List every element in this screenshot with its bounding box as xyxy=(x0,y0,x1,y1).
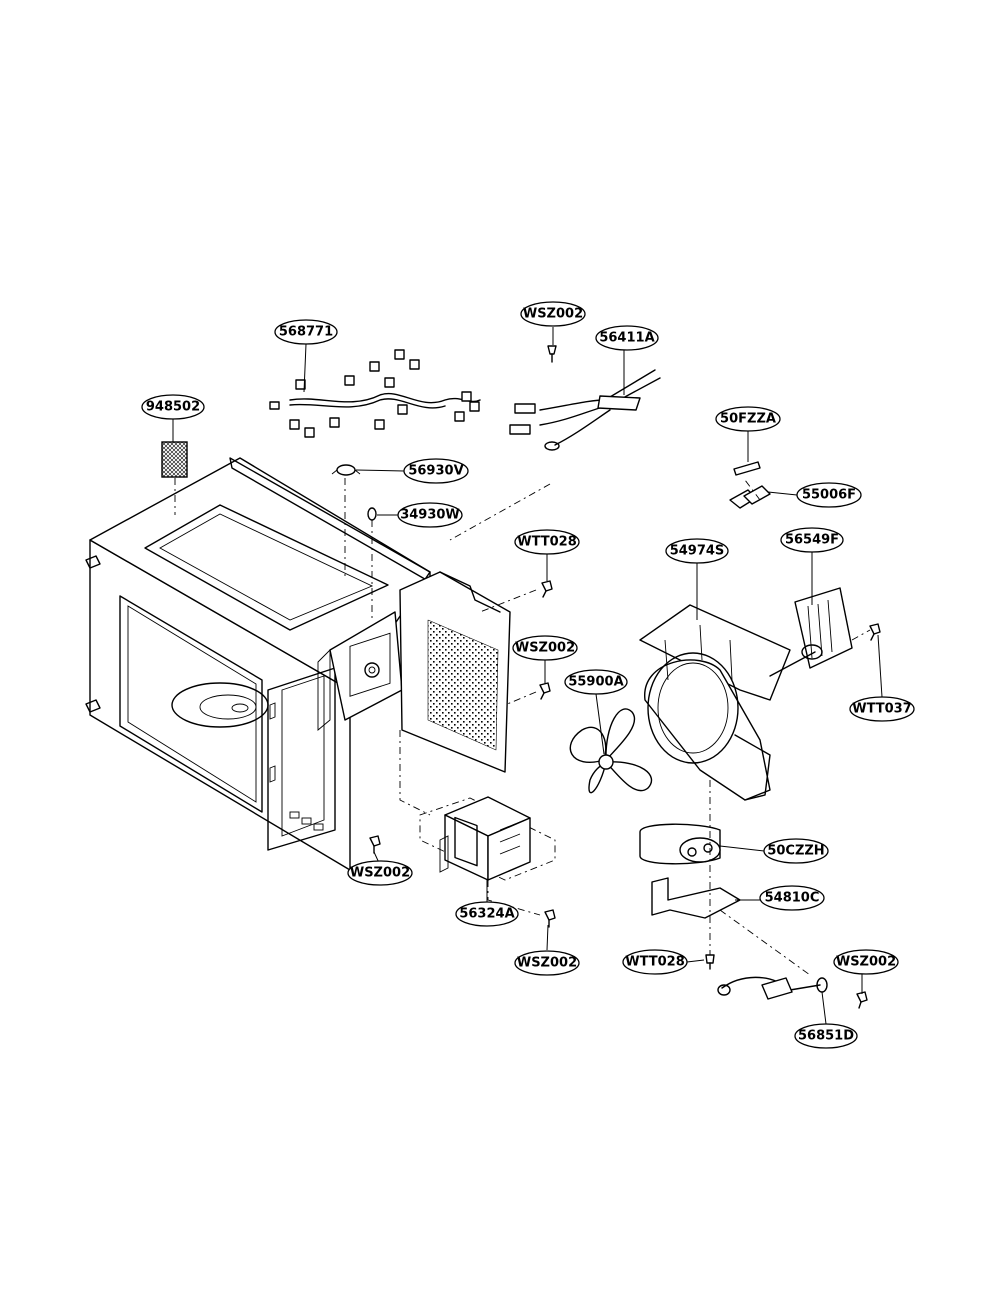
oven-cavity xyxy=(85,457,431,871)
callout-text: 948502 xyxy=(146,400,200,415)
callout-text: WSZ002 xyxy=(836,955,896,970)
wire-harness xyxy=(269,349,481,438)
callout-wtt028-a: WTT028 xyxy=(514,529,580,555)
callout-56549f: 56549F xyxy=(780,527,844,553)
thermostat xyxy=(331,464,361,476)
callout-text: WSZ002 xyxy=(523,307,583,322)
leader-lines xyxy=(172,327,883,1025)
callout-text: 56851D xyxy=(798,1029,854,1044)
callout-wtt028-b: WTT028 xyxy=(622,949,688,975)
transformer xyxy=(419,796,556,881)
fan-blade xyxy=(569,708,653,794)
capacitor-bracket xyxy=(651,877,741,919)
callout-wsz002-top: WSZ002 xyxy=(520,301,586,327)
high-voltage-diode xyxy=(717,976,828,1000)
callout-text: 50FZZA xyxy=(720,412,776,427)
callout-wsz002-mid: WSZ002 xyxy=(512,635,578,661)
fuse-parts xyxy=(729,461,771,509)
callout-text: 56549F xyxy=(785,533,839,548)
fan-duct xyxy=(639,604,791,801)
callout-56930v: 56930V xyxy=(403,458,469,484)
callout-text: WTT028 xyxy=(625,955,685,970)
callout-56324a: 56324A xyxy=(455,901,519,927)
callout-text: 34930W xyxy=(400,508,460,523)
rear-panel xyxy=(399,571,511,773)
callout-text: 56324A xyxy=(459,907,514,922)
callout-text: 50CZZH xyxy=(767,844,824,859)
callout-text: WSZ002 xyxy=(517,956,577,971)
callout-55006f: 55006F xyxy=(796,482,862,508)
callout-34930w: 34930W xyxy=(397,502,463,528)
callout-text: WSZ002 xyxy=(515,641,575,656)
callout-text: WTT037 xyxy=(852,702,912,717)
callout-948502: 948502 xyxy=(141,394,205,420)
callout-text: 56411A xyxy=(599,331,654,346)
thermal-fuse xyxy=(367,507,377,521)
mica-cover xyxy=(161,441,188,478)
callout-text: WTT028 xyxy=(517,535,577,550)
callout-text: 568771 xyxy=(279,325,333,340)
power-cord xyxy=(509,369,661,451)
door-switch-bracket xyxy=(769,587,853,677)
callout-568771: 568771 xyxy=(274,319,338,345)
callout-50czzh: 50CZZH xyxy=(763,838,829,864)
capacitor xyxy=(639,823,721,865)
callout-54974s: 54974S xyxy=(665,538,729,564)
callout-text: WSZ002 xyxy=(350,866,410,881)
callout-wsz002-right: WSZ002 xyxy=(833,949,899,975)
assembly-lines xyxy=(174,478,871,976)
callout-wtt037: WTT037 xyxy=(849,696,915,722)
callout-text: 54810C xyxy=(765,891,820,906)
callout-54810c: 54810C xyxy=(759,885,825,911)
callout-text: 55900A xyxy=(568,675,623,690)
callout-55900a: 55900A xyxy=(564,669,628,695)
callout-text: 56930V xyxy=(408,464,463,479)
callout-text: 54974S xyxy=(670,544,725,559)
callout-56851d: 56851D xyxy=(794,1023,858,1049)
callout-text: 55006F xyxy=(802,488,856,503)
callout-50fzza: 50FZZA xyxy=(715,406,781,432)
callout-56411a: 56411A xyxy=(595,325,659,351)
callout-wsz002-left: WSZ002 xyxy=(347,860,413,886)
callout-wsz002-bottom: WSZ002 xyxy=(514,950,580,976)
